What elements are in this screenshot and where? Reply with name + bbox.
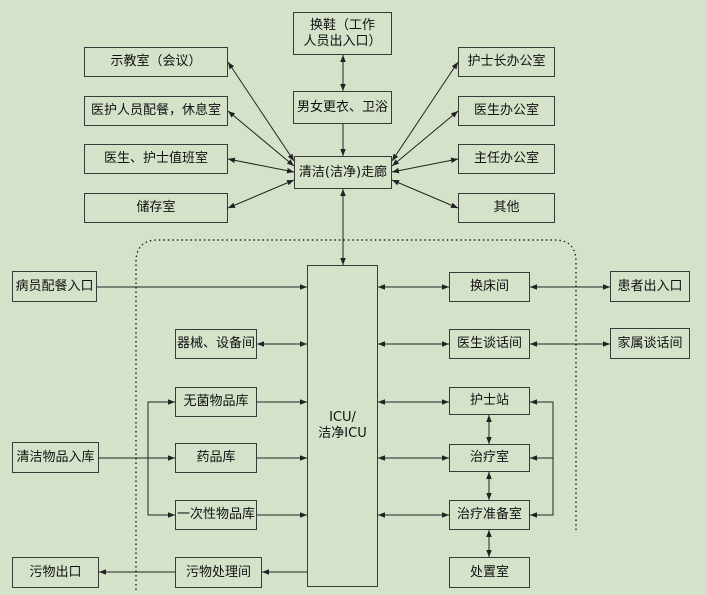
node-treatment-room: 治疗室: [449, 444, 530, 472]
connector-corridor-director: [391, 157, 459, 174]
node-patient-entrance: 患者出入口: [610, 271, 690, 302]
node-icu: ICU/ 洁净ICU: [307, 265, 378, 587]
connector-corridor-storage: [227, 179, 295, 209]
node-disposable: 一次性物品库: [175, 500, 257, 530]
node-clean-goods-in: 清洁物品入库: [12, 442, 99, 473]
node-doctor-talk: 医生谈话间: [449, 329, 530, 359]
node-director-office: 主任办公室: [458, 144, 555, 174]
node-nurse-station: 护士站: [449, 387, 530, 415]
node-bed-change: 换床间: [449, 272, 530, 302]
node-doctor-office: 医生办公室: [458, 96, 555, 126]
node-equipment: 器械、设备间: [175, 329, 257, 359]
node-patient-meal: 病员配餐入口: [12, 271, 97, 302]
node-pharmacy: 药品库: [175, 443, 257, 473]
node-locker: 男女更衣、卫浴: [293, 91, 392, 124]
node-head-nurse: 护士长办公室: [458, 47, 555, 77]
connector-corridor-dining: [227, 110, 295, 167]
node-treatment-prep: 治疗准备室: [449, 500, 530, 530]
node-duty-room: 医生、护士值班室: [84, 144, 228, 174]
node-teaching: 示教室（会议）: [84, 47, 228, 77]
connector-corridor-headnurse: [391, 61, 459, 162]
node-disposal-room: 处置室: [449, 557, 530, 588]
node-shoe-change: 换鞋（工作 人员出入口）: [293, 12, 392, 55]
node-corridor: 清洁(洁净)走廊: [294, 156, 392, 189]
connector-corridor-other: [391, 179, 459, 209]
connector-corridor-doctoroffice: [391, 110, 459, 167]
connector-corridor-duty: [227, 157, 295, 174]
connector-cleangoods-branch: [147, 401, 175, 516]
node-family-talk: 家属谈话间: [610, 328, 690, 359]
node-waste-exit: 污物出口: [12, 557, 99, 588]
node-staff-dining: 医护人员配餐，休息室: [84, 96, 228, 126]
node-sterile-store: 无菌物品库: [175, 387, 257, 417]
node-other: 其他: [458, 193, 555, 223]
node-storage: 储存室: [84, 193, 228, 223]
connector-corridor-teaching: [227, 61, 295, 162]
node-waste-treatment: 污物处理间: [175, 557, 262, 588]
